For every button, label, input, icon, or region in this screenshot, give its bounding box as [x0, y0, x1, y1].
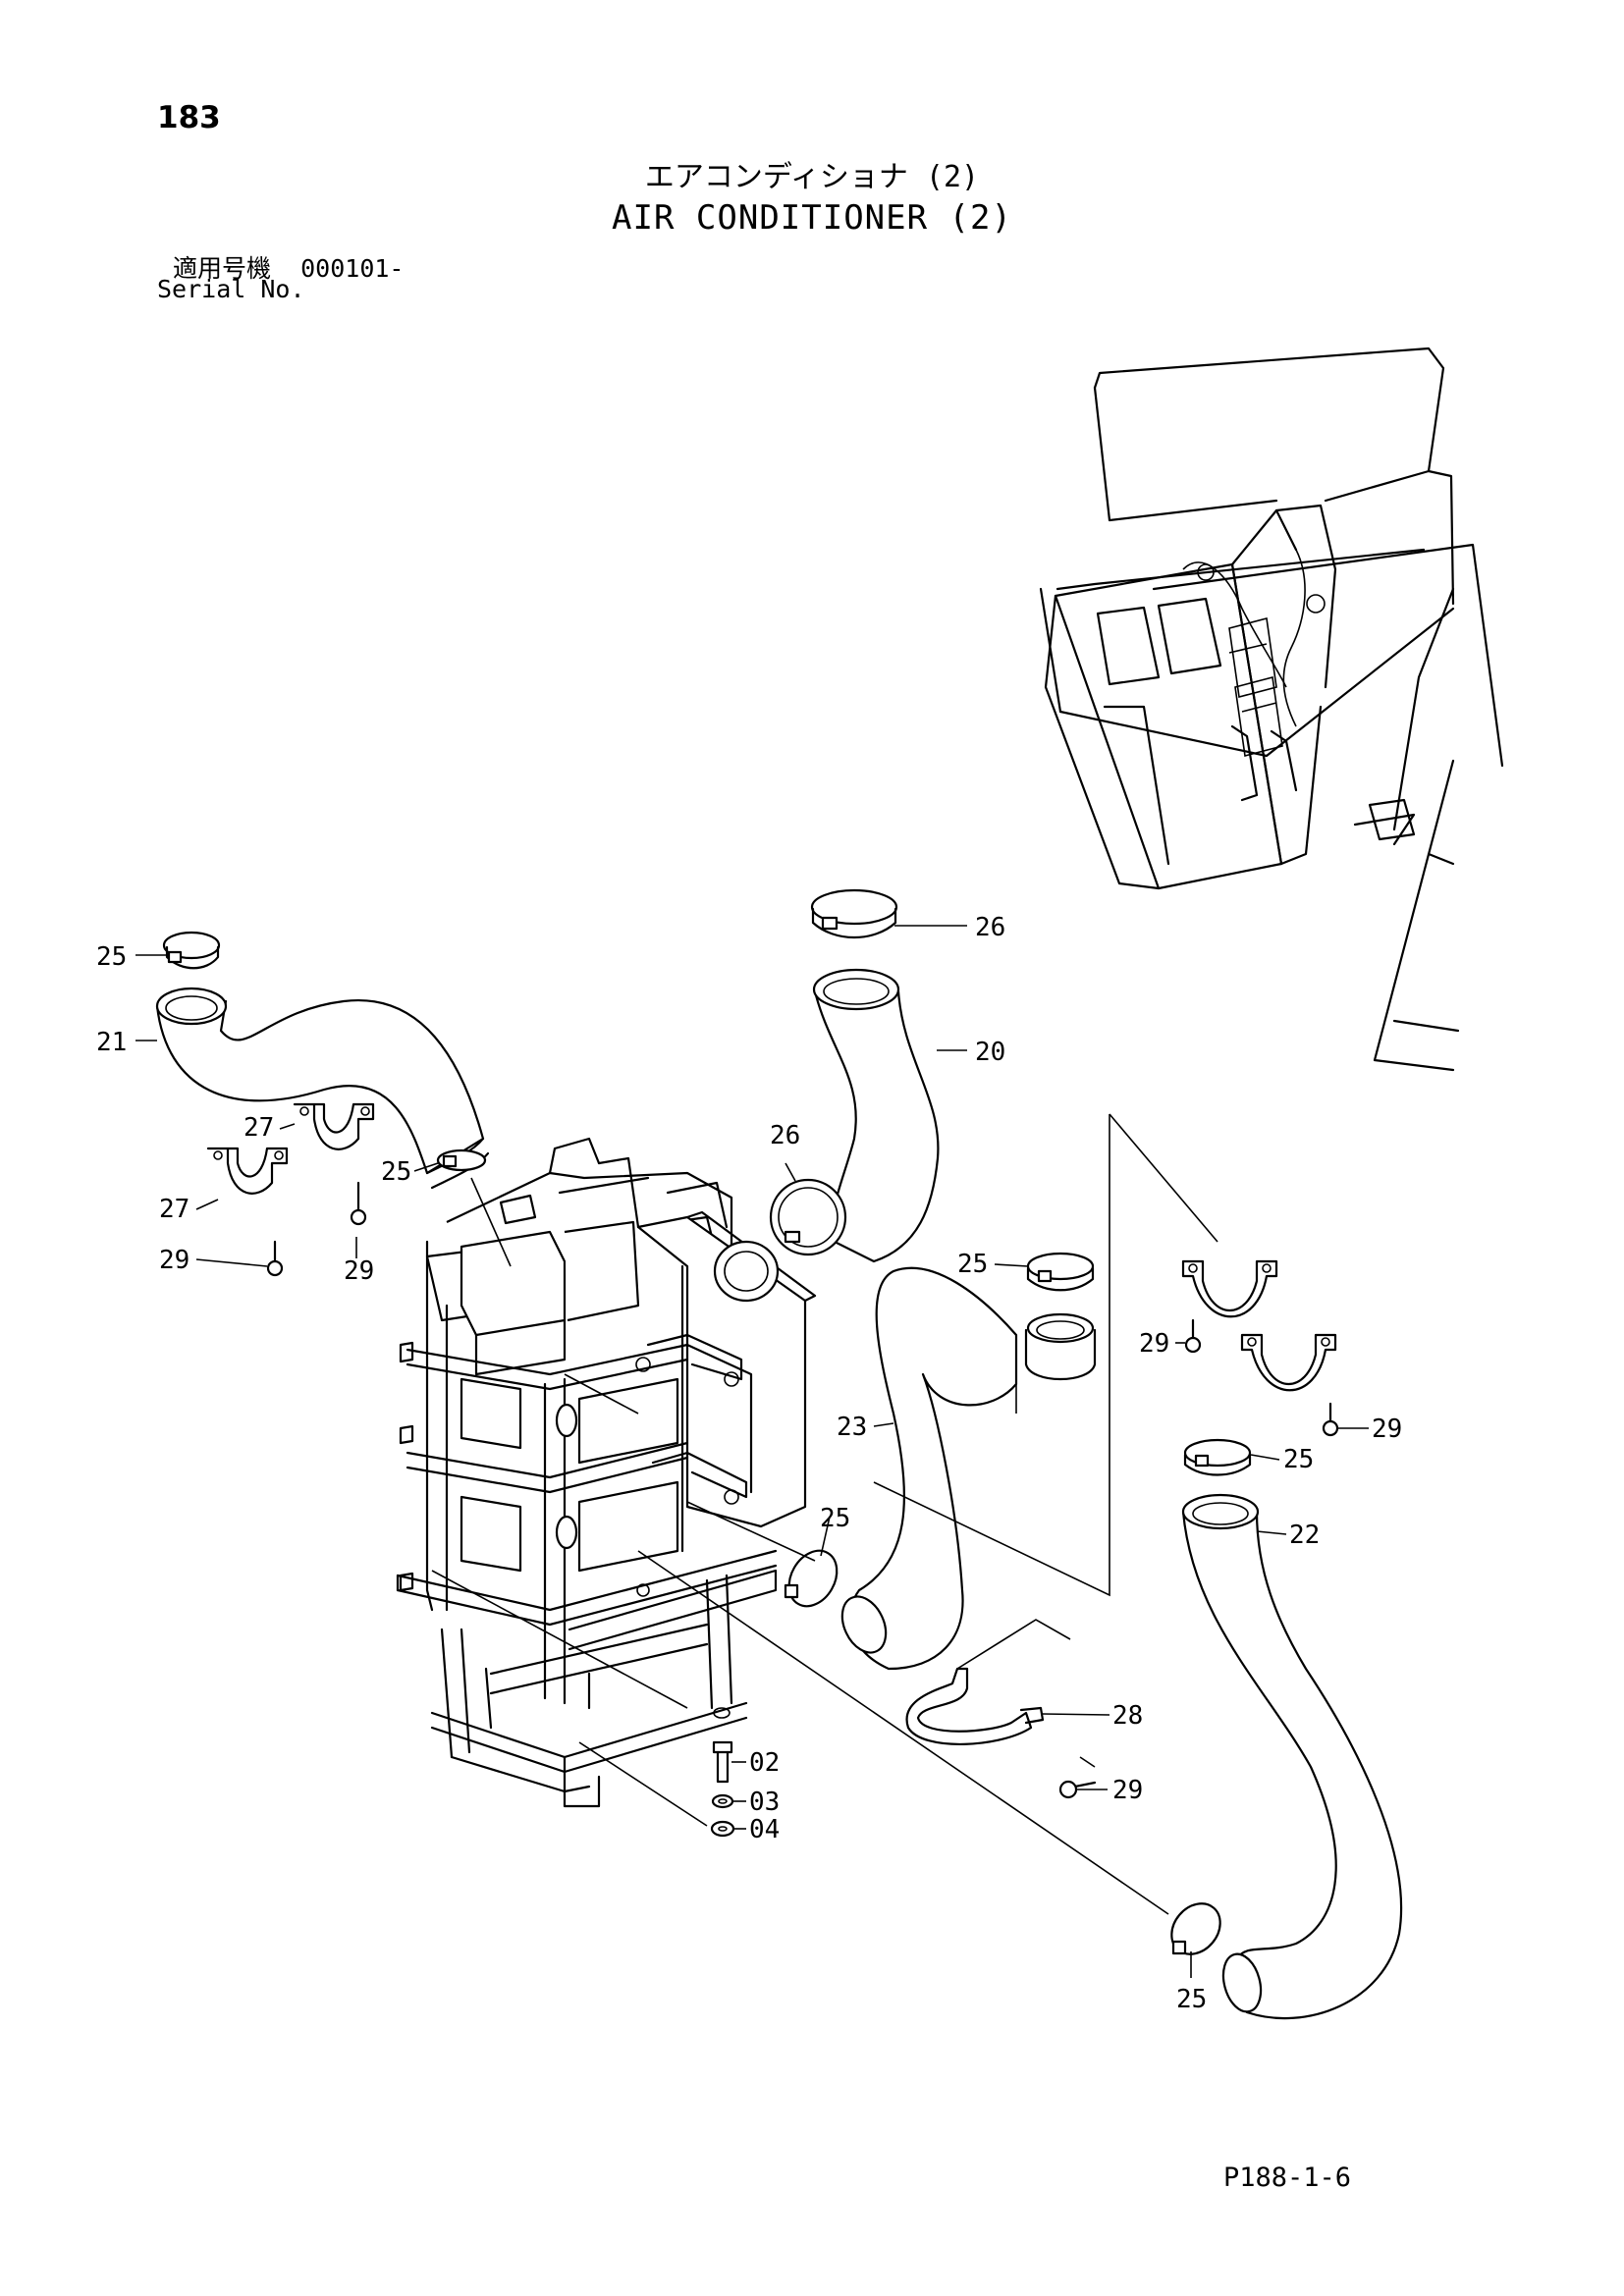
callout-29: 29 — [344, 1256, 374, 1286]
callout-23: 23 — [837, 1413, 867, 1442]
clamp-27-right-upper — [1181, 1259, 1278, 1318]
callout-25: 25 — [1283, 1445, 1314, 1474]
callout-21: 21 — [96, 1028, 127, 1057]
callout-29: 29 — [1372, 1415, 1402, 1444]
duct-20 — [812, 968, 940, 1263]
duct-23 — [840, 1266, 1097, 1671]
page-reference-code: P188-1-6 — [1223, 2163, 1352, 2193]
callout-25: 25 — [1176, 1985, 1207, 2014]
page-number: 183 — [157, 100, 221, 135]
serial-label-japanese: 適用号機 — [173, 254, 272, 283]
washer-03 — [711, 1793, 734, 1809]
hose-band-25-top-left — [162, 931, 221, 970]
callout-28: 28 — [1112, 1701, 1143, 1731]
hose-band-25-duct22 — [1183, 1438, 1252, 1476]
callout-27: 27 — [244, 1113, 274, 1143]
hose-band-26-lower — [769, 1178, 847, 1256]
air-conditioner-unit — [396, 1137, 817, 1808]
callout-26: 26 — [770, 1121, 800, 1150]
bolt-29-b — [350, 1181, 367, 1226]
bolt-29-d — [1322, 1402, 1339, 1437]
serial-range: 適用号機 000101- — [173, 249, 404, 285]
diagram-title-japanese: エアコンディショナ (2) — [644, 160, 980, 194]
callouts: 25 21 27 27 25 29 29 26 20 26 25 23 29 2… — [96, 913, 1402, 2014]
serial-value: 000101- — [300, 254, 405, 283]
diagram-title: AIR CONDITIONER (2) — [612, 198, 1012, 238]
hose-band-25-bottom — [1170, 1902, 1221, 1955]
callout-25: 25 — [96, 942, 127, 972]
callout-25: 25 — [820, 1504, 850, 1533]
clamp-27-right-lower — [1240, 1333, 1337, 1392]
duct-22 — [1181, 1493, 1403, 2020]
callout-29: 29 — [1139, 1329, 1169, 1359]
callout-25: 25 — [957, 1250, 988, 1279]
callout-26: 26 — [975, 913, 1005, 942]
bolt-29-c — [1184, 1318, 1202, 1354]
bolt-02 — [712, 1740, 733, 1784]
hose-band-25-mid — [436, 1148, 487, 1172]
clamp-27-lower — [206, 1147, 289, 1195]
bolt-29-e — [1058, 1780, 1097, 1799]
callout-22: 22 — [1289, 1521, 1320, 1550]
assembly-lines — [431, 1113, 1218, 1915]
serial-label: Serial No. — [157, 275, 305, 303]
washer-04 — [710, 1820, 735, 1838]
hose-band-25-duct23 — [1026, 1252, 1095, 1292]
callout-27: 27 — [159, 1195, 189, 1224]
leader-lines — [135, 925, 1369, 1978]
callout-20: 20 — [975, 1038, 1005, 1067]
hose-band-25-center — [784, 1549, 839, 1608]
clamp-28 — [905, 1667, 1045, 1746]
machine-location-inset — [1039, 347, 1504, 1072]
callout-29: 29 — [159, 1246, 189, 1275]
callout-02: 02 — [749, 1748, 780, 1778]
hose-band-26-top — [810, 888, 898, 939]
clamp-27-upper — [293, 1102, 375, 1150]
callout-29: 29 — [1112, 1776, 1143, 1805]
bolt-29-a — [266, 1240, 284, 1277]
callout-25: 25 — [381, 1157, 411, 1187]
callout-04: 04 — [749, 1815, 780, 1844]
duct-21 — [155, 987, 490, 1190]
callout-03: 03 — [749, 1788, 780, 1817]
